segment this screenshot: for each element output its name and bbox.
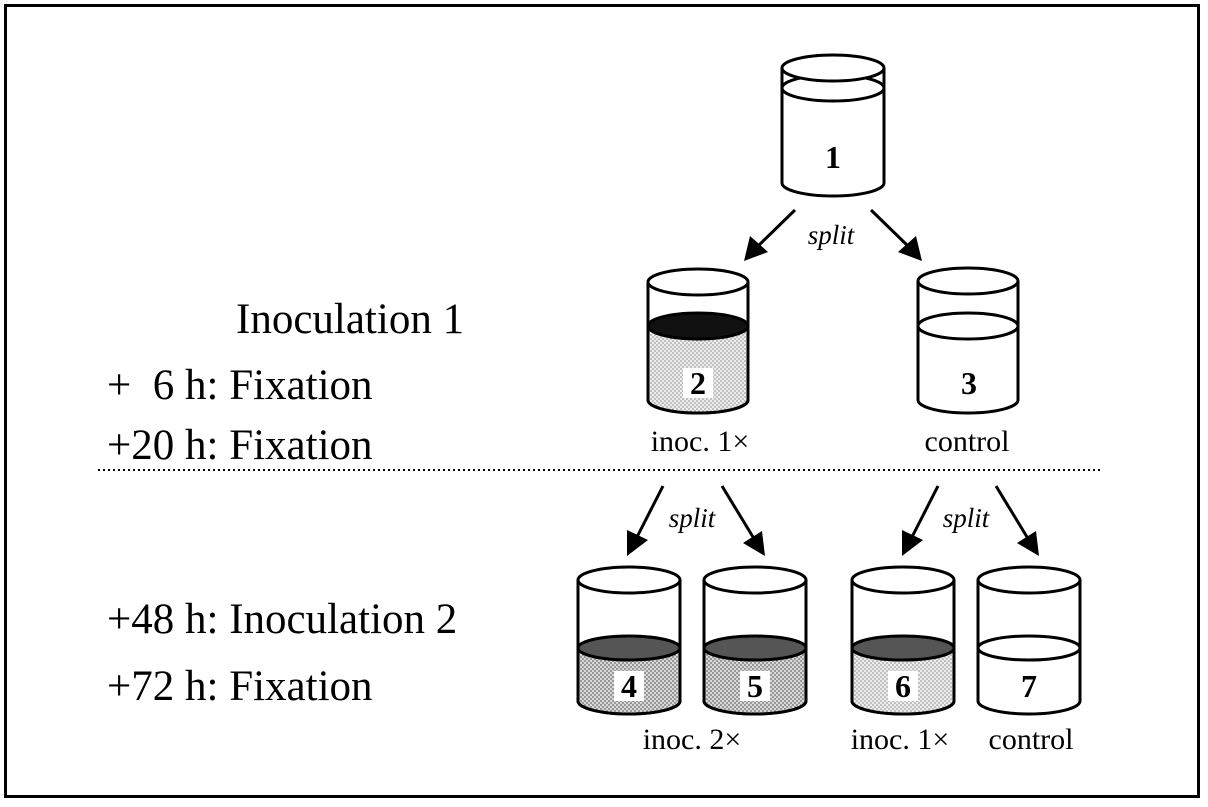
split-arrows-left: split bbox=[627, 485, 765, 556]
beaker-1-number: 1 bbox=[825, 139, 841, 175]
beaker-5: 5 bbox=[702, 565, 808, 716]
beaker-4-number: 4 bbox=[621, 668, 637, 704]
beakers-4-5-caption: inoc. 2× bbox=[643, 723, 742, 756]
beaker-7-caption: control bbox=[989, 723, 1074, 756]
split-label-right: split bbox=[943, 503, 991, 533]
beaker-7: 7 control bbox=[976, 565, 1082, 756]
fixation-72h-label: +72 h: Fixation bbox=[107, 663, 373, 710]
inoculation-2-48h-label: +48 h: Inoculation 2 bbox=[107, 596, 458, 643]
beaker-1: 1 bbox=[780, 53, 886, 198]
beaker-6-number: 6 bbox=[895, 668, 911, 704]
beaker-6-caption: inoc. 1× bbox=[851, 723, 950, 756]
beaker-3-number: 3 bbox=[961, 365, 977, 401]
beaker-2-number: 2 bbox=[690, 365, 706, 401]
beaker-7-number: 7 bbox=[1021, 668, 1037, 704]
beaker-2: 2 inoc. 1× bbox=[646, 267, 750, 458]
inoculation-1-label: Inoculation 1 bbox=[236, 296, 465, 343]
split-arrows-top: split bbox=[744, 208, 922, 261]
beaker-3-caption: control bbox=[925, 425, 1010, 458]
beaker-4: 4 bbox=[576, 565, 682, 716]
split-label-left: split bbox=[669, 503, 717, 533]
beaker-6: 6 inoc. 1× bbox=[850, 565, 956, 756]
fixation-6h-label: + 6 h: Fixation bbox=[107, 362, 373, 409]
fixation-20h-label: +20 h: Fixation bbox=[107, 422, 373, 469]
split-label-top: split bbox=[808, 220, 856, 250]
split-arrows-right: split bbox=[902, 485, 1039, 556]
beaker-2-caption: inoc. 1× bbox=[651, 425, 750, 458]
beaker-3: 3 control bbox=[916, 266, 1020, 458]
diagram-frame bbox=[4, 4, 1200, 798]
beaker-5-number: 5 bbox=[747, 668, 763, 704]
